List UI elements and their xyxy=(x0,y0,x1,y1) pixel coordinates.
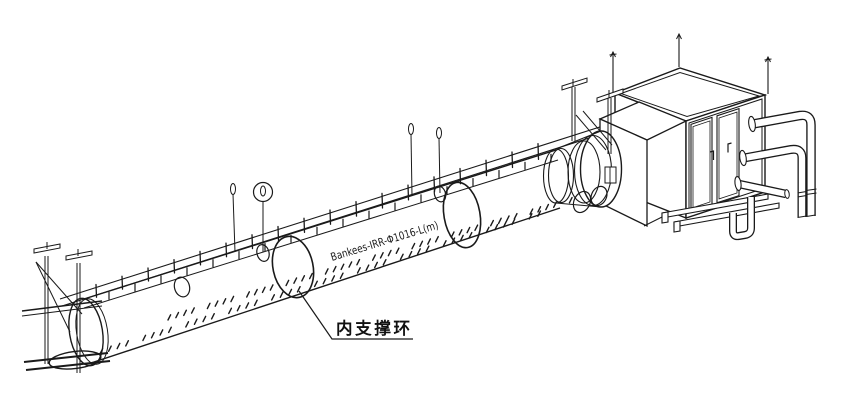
wire-loop xyxy=(230,183,236,195)
unit-piping xyxy=(729,110,817,241)
base-rail-end xyxy=(673,220,681,233)
detail-balloon xyxy=(252,181,274,203)
fabric-connection-ring xyxy=(547,147,575,204)
fabric-connection-ring xyxy=(542,148,570,204)
access-port xyxy=(572,190,592,214)
wire-loop xyxy=(408,123,414,135)
access-door-1-inner xyxy=(692,120,711,209)
pipe-flange xyxy=(739,149,747,167)
pipe-flange xyxy=(734,176,742,191)
ceiling-anchor xyxy=(596,88,624,103)
hanging-wires xyxy=(230,123,442,253)
suspension-rail xyxy=(59,110,653,307)
duct-model-label: Bankees-IRR-Φ1016-L(m) xyxy=(329,219,440,264)
detail-callout-ellipse xyxy=(433,185,447,203)
collar-latch xyxy=(604,166,617,184)
base-rail-end xyxy=(661,211,669,224)
ceiling-anchor xyxy=(561,77,588,91)
leader-line xyxy=(298,290,413,340)
cabinet-top-frame xyxy=(619,71,761,118)
detail-callout-ellipse xyxy=(173,276,191,298)
seam-tabs xyxy=(108,153,552,300)
inner-support-ring-2 xyxy=(442,181,482,249)
inner-support-ring-1 xyxy=(271,235,315,299)
access-port xyxy=(590,185,608,207)
detail-callout-ellipse xyxy=(256,244,270,262)
access-door-2-inner xyxy=(718,111,738,200)
access-door-2 xyxy=(716,107,740,204)
door-handle xyxy=(727,142,732,153)
door-handle xyxy=(709,150,715,160)
fabric-duct xyxy=(68,149,573,367)
pipe-flange xyxy=(748,115,756,133)
unit-end-hanger xyxy=(561,77,624,154)
bottom-saddle xyxy=(48,350,102,370)
pipe-open-end xyxy=(784,189,790,199)
access-door-1 xyxy=(690,116,713,213)
support-ring-callout: 内支撑环 xyxy=(298,290,413,340)
inlet-collar xyxy=(542,130,623,214)
ceiling-anchor xyxy=(65,250,93,261)
air-handling-unit xyxy=(598,32,817,241)
support-ring-label: 内支撑环 xyxy=(336,318,410,338)
perforation-row-upper xyxy=(167,196,573,321)
wire-loop xyxy=(260,185,266,197)
wire-loop xyxy=(436,127,442,139)
left-end-hanger xyxy=(21,242,111,373)
